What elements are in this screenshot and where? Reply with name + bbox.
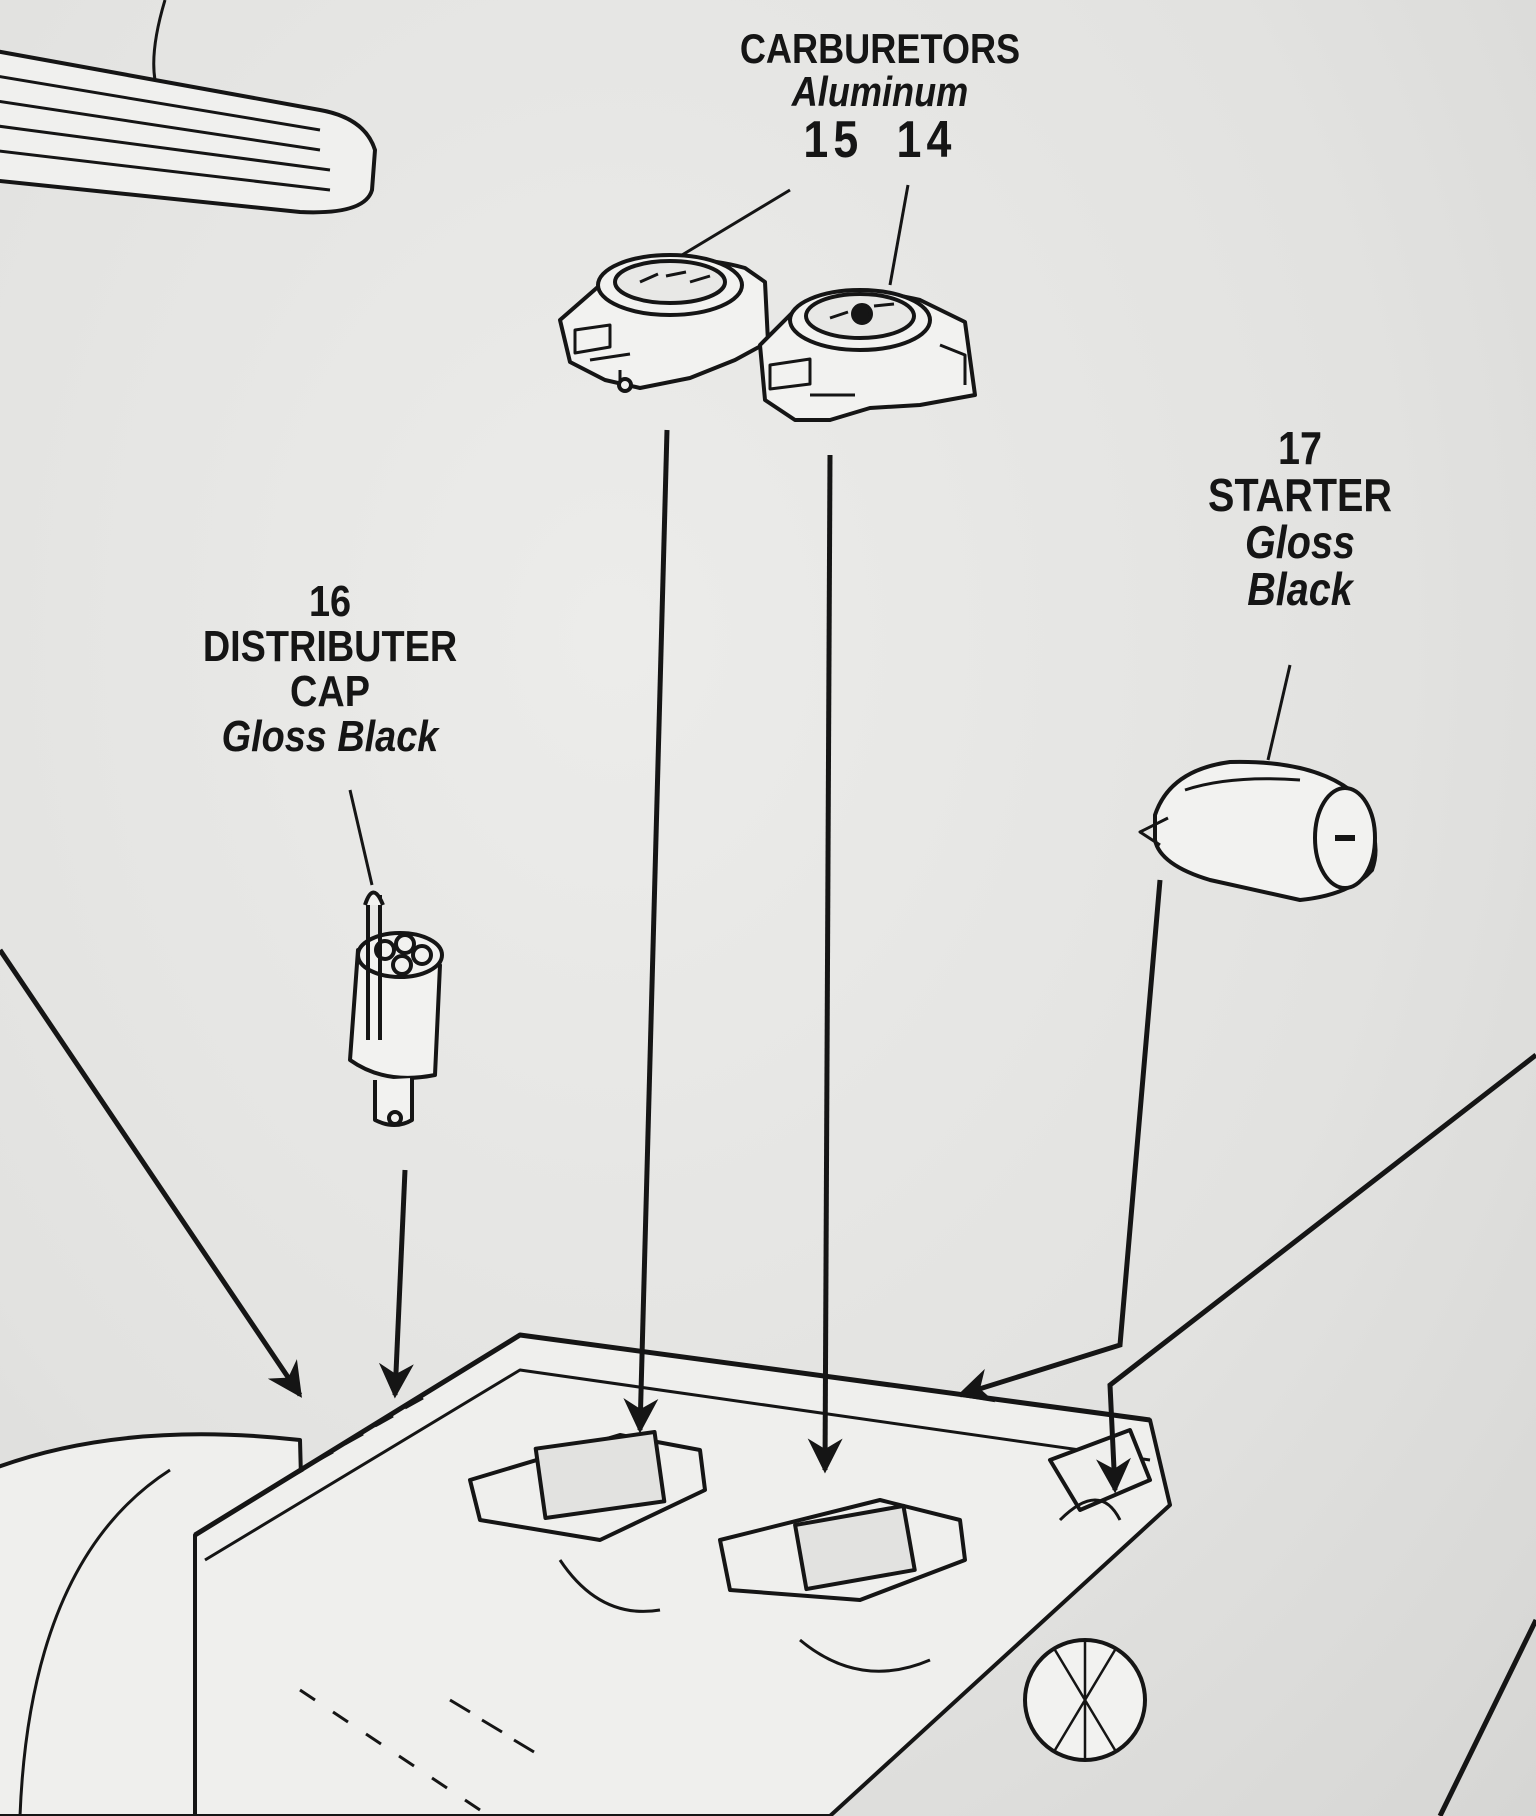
distributer-cap-color: Gloss Black bbox=[221, 711, 439, 761]
carburetors-title: CARBURETORS bbox=[739, 25, 1021, 72]
part-number-17: 17 bbox=[1277, 422, 1322, 474]
distributor-cap-part bbox=[348, 789, 444, 1127]
distributer-cap-title-2: CAP bbox=[290, 666, 370, 716]
part-number-16: 16 bbox=[308, 577, 352, 626]
starter-color-1: Gloss bbox=[1245, 515, 1355, 568]
starter-label: 17 STARTER Gloss Black bbox=[1188, 425, 1412, 613]
part-number-15: 15 bbox=[803, 110, 864, 169]
starter-title: STARTER bbox=[1208, 468, 1392, 521]
assembly-arrows bbox=[0, 429, 1536, 1816]
carburetors-color: Aluminum bbox=[791, 67, 969, 115]
carburetors-label: CARBURETORS Aluminum 15 14 bbox=[708, 25, 1052, 169]
distributer-cap-label: 16 DISTRIBUTER CAP Gloss Black bbox=[184, 577, 476, 761]
distributer-cap-title-1: DISTRIBUTER bbox=[202, 621, 458, 671]
air-cleaner-part bbox=[0, 0, 377, 215]
carburetor-14-part bbox=[758, 184, 977, 422]
part-number-14: 14 bbox=[896, 110, 957, 169]
carburetor-15-part bbox=[558, 188, 791, 393]
starter-color-2: Black bbox=[1247, 562, 1353, 615]
engine-block bbox=[0, 1332, 1172, 1816]
starter-part bbox=[1138, 664, 1378, 902]
